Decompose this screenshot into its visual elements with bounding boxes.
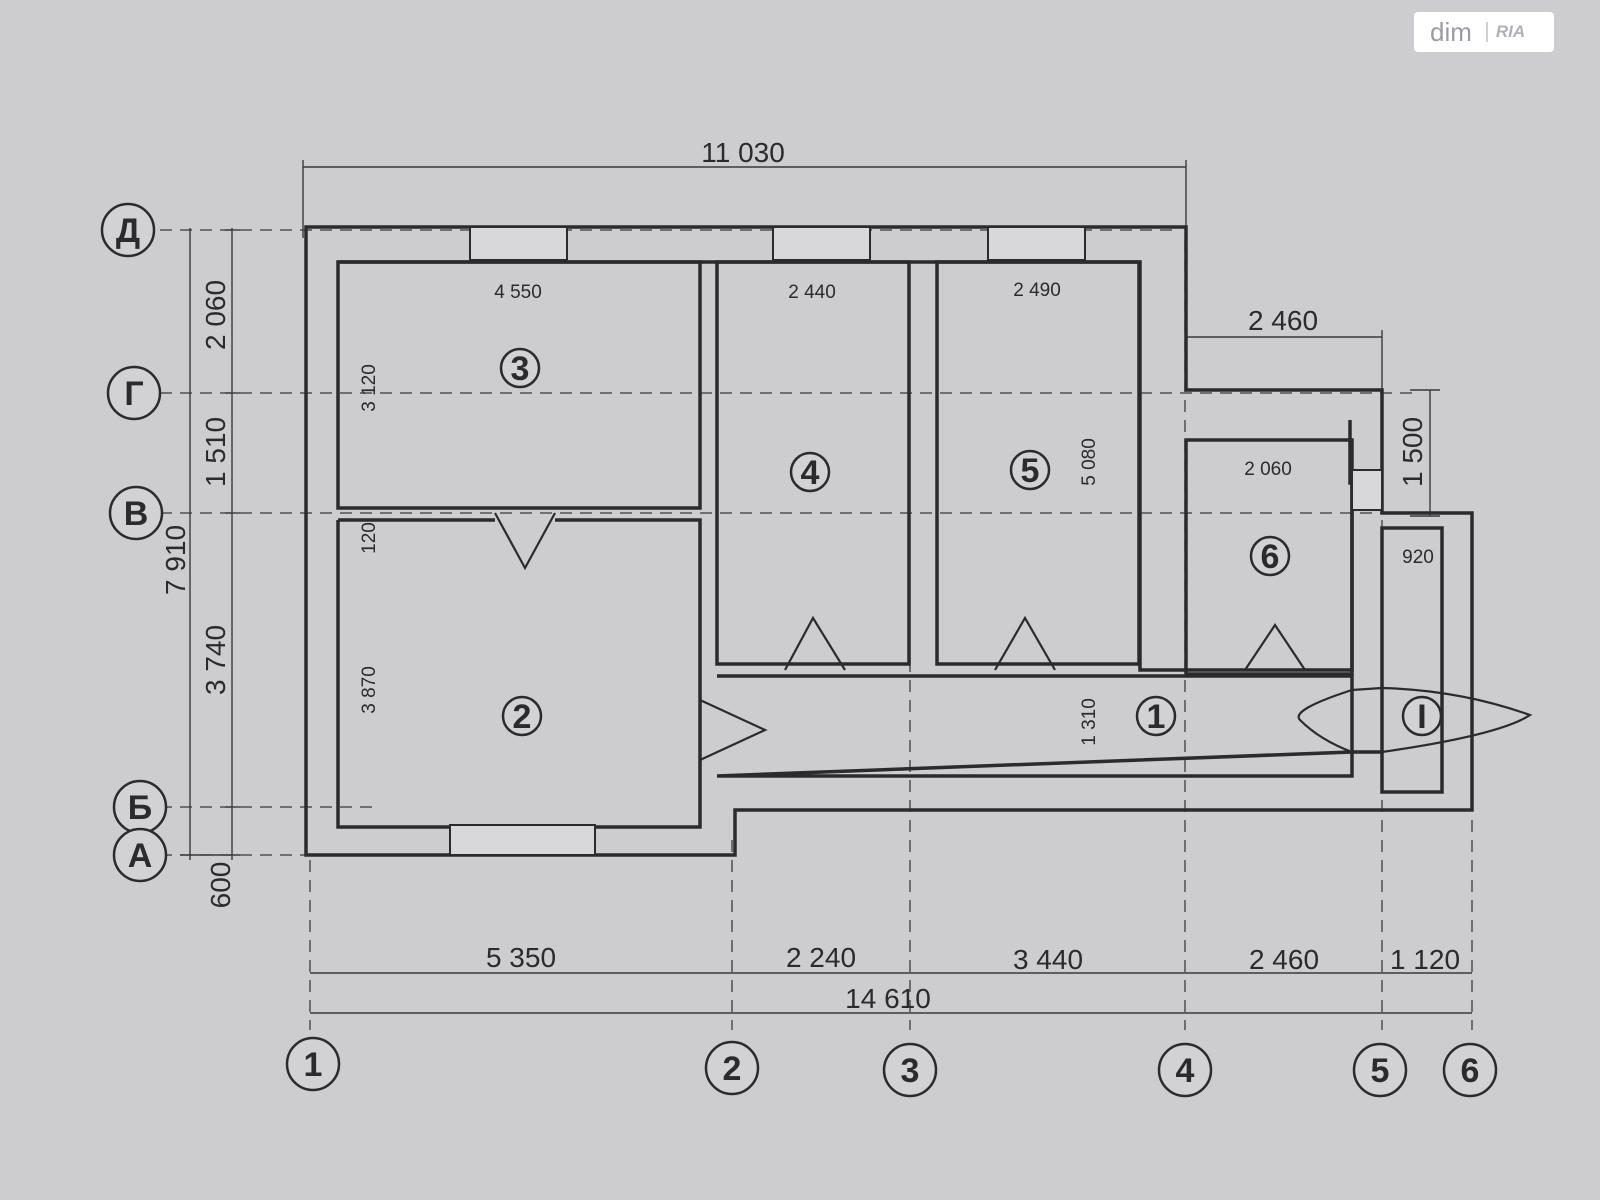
axis-col-6: 6 xyxy=(1461,1052,1480,1090)
grid-axes xyxy=(160,229,1473,1030)
corridor-outline xyxy=(716,526,1444,794)
room-6-outline xyxy=(1184,438,1354,676)
dim-r4-width: 2 440 xyxy=(788,282,836,303)
dim-bottom-3: 3 440 xyxy=(1013,944,1083,975)
dimension-labels: 11 030 2 460 1 500 4 550 2 440 2 490 2 0… xyxy=(160,137,1460,1014)
column-axis-markers: 1 2 3 4 5 6 xyxy=(285,1036,1498,1098)
window-room-6 xyxy=(1351,469,1383,511)
dim-corridor-height: 1 310 xyxy=(1079,698,1100,746)
window-room-4 xyxy=(772,226,871,261)
dim-wall-between: 120 xyxy=(359,522,380,554)
dimension-lines xyxy=(180,160,1472,1014)
dim-vest-width: 920 xyxy=(1402,547,1434,568)
axis-row-d: Д xyxy=(116,212,140,250)
room-6-label: 6 xyxy=(1261,538,1280,576)
room-5-outline xyxy=(935,260,1141,666)
dim-top: 11 030 xyxy=(701,137,785,168)
dim-r6-width: 2 060 xyxy=(1244,459,1292,480)
window-room-2 xyxy=(449,824,596,856)
axis-row-a: А xyxy=(128,837,153,875)
door-5 xyxy=(994,615,1056,671)
room-1-label: 1 xyxy=(1147,698,1166,736)
dim-r2-height: 3 870 xyxy=(359,666,380,714)
window-room-5 xyxy=(987,226,1086,261)
exterior-wall-inner xyxy=(338,260,1354,672)
dim-left-2: 1 510 xyxy=(200,417,231,487)
axis-row-g: Г xyxy=(124,375,143,413)
room-2-outline xyxy=(336,518,702,829)
axis-col-2: 2 xyxy=(723,1050,742,1088)
dim-left-total: 7 910 xyxy=(160,525,191,595)
dim-offset-side: 1 500 xyxy=(1397,417,1428,487)
door-6 xyxy=(1244,623,1306,671)
door-4 xyxy=(784,615,846,671)
room-labels: 3 2 4 5 6 1 I xyxy=(499,347,1443,737)
dim-left-3: 3 740 xyxy=(200,625,231,695)
dimria-watermark: dim RIA xyxy=(1414,12,1554,52)
window-room-3 xyxy=(469,226,568,261)
dim-r3-height: 3 120 xyxy=(359,364,380,412)
dim-r5-height: 5 080 xyxy=(1079,438,1100,486)
row-axis-markers: Д Г В Б А xyxy=(100,202,168,883)
room-I-label: I xyxy=(1417,698,1426,736)
door-3-2 xyxy=(494,512,556,571)
dim-r3-width: 4 550 xyxy=(494,282,542,303)
watermark-logo: RIA xyxy=(1485,22,1525,42)
axis-row-v: В xyxy=(124,495,149,533)
dim-bottom-1: 5 350 xyxy=(486,942,556,973)
door-2 xyxy=(699,699,768,761)
dim-bottom-2: 2 240 xyxy=(786,942,856,973)
dim-bottom-4: 2 460 xyxy=(1249,944,1319,975)
axis-row-b: Б xyxy=(128,789,152,827)
room-5-label: 5 xyxy=(1021,452,1040,490)
dim-bottom-5: 1 120 xyxy=(1390,944,1460,975)
room-3-outline xyxy=(336,260,702,510)
dim-offset-top: 2 460 xyxy=(1248,305,1318,336)
dim-left-short: 600 xyxy=(205,862,236,909)
axis-col-4: 4 xyxy=(1176,1052,1195,1090)
room-3-label: 3 xyxy=(511,350,530,388)
axis-col-1: 1 xyxy=(304,1046,323,1084)
dim-left-1: 2 060 xyxy=(200,280,231,350)
room-4-label: 4 xyxy=(801,454,820,492)
door-entrance xyxy=(1297,686,1533,754)
watermark-brand: dim xyxy=(1430,16,1472,47)
axis-col-5: 5 xyxy=(1371,1052,1390,1090)
dim-bottom-total: 14 610 xyxy=(845,983,931,1014)
dim-r5-width: 2 490 xyxy=(1013,280,1061,301)
room-2-label: 2 xyxy=(513,698,532,736)
room-4-outline xyxy=(715,260,911,666)
axis-col-3: 3 xyxy=(901,1052,920,1090)
